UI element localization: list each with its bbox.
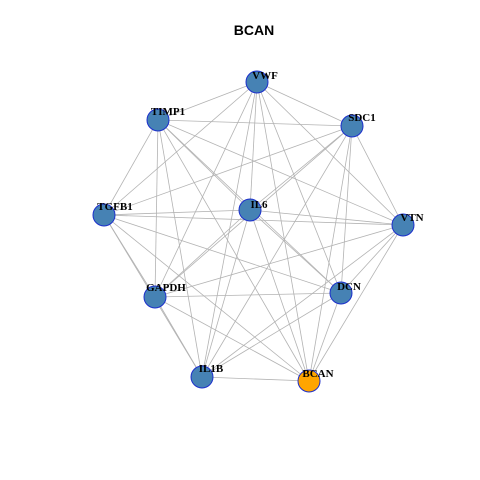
diagram-title: BCAN [234, 22, 274, 38]
edge-il6-gapdh [154, 209, 251, 298]
node-circle [190, 365, 214, 389]
node-vtn: VTN [391, 212, 424, 237]
edge-il6-dcn [249, 209, 342, 294]
edge-vwf-gapdh [154, 81, 258, 298]
node-circle [297, 369, 321, 393]
edge-timp1-tgfb1 [103, 119, 159, 216]
node-circle [329, 281, 353, 305]
edge-timp1-gapdh [154, 119, 159, 298]
edge-vwf-tgfb1 [103, 81, 258, 216]
node-il1b: IL1B [190, 363, 224, 389]
edge-gapdh-dcn [154, 292, 342, 298]
edge-vtn-dcn [340, 224, 404, 294]
edge-timp1-vtn [157, 119, 404, 226]
edge-il6-vtn [249, 209, 404, 226]
node-label: DCN [337, 281, 361, 293]
node-circle [340, 114, 364, 138]
node-label: GAPDH [146, 282, 186, 294]
node-label: TGFB1 [97, 201, 132, 213]
edge-sdc1-tgfb1 [103, 125, 353, 216]
node-circle [143, 285, 167, 309]
edge-tgfb1-bcan [103, 214, 310, 382]
edge-gapdh-bcan [154, 296, 310, 382]
node-il6: IL6 [238, 198, 268, 222]
edge-il6-bcan [249, 209, 310, 382]
edge-vtn-il1b [201, 224, 404, 378]
node-label: BCAN [302, 368, 333, 380]
node-vwf: VWF [245, 70, 278, 94]
edge-sdc1-dcn [340, 125, 353, 294]
node-sdc1: SDC1 [340, 112, 376, 138]
node-tgfb1: TGFB1 [92, 201, 133, 227]
node-bcan: BCAN [297, 368, 334, 393]
node-dcn: DCN [329, 281, 361, 305]
edge-vtn-bcan [308, 224, 404, 382]
edge-vwf-vtn [256, 81, 404, 226]
node-label: IL1B [199, 363, 224, 375]
edge-vwf-timp1 [157, 81, 258, 121]
edge-vwf-sdc1 [256, 81, 353, 127]
edge-il6-tgfb1 [103, 209, 251, 216]
node-label: VTN [400, 212, 423, 224]
edge-timp1-bcan [157, 119, 310, 382]
edge-vtn-gapdh [154, 224, 404, 298]
edge-gapdh-il1b [154, 296, 203, 378]
edge-sdc1-il1b [201, 125, 353, 378]
node-circle [245, 70, 269, 94]
node-gapdh: GAPDH [143, 282, 186, 309]
node-circle [238, 198, 262, 222]
edge-vwf-bcan [256, 81, 310, 382]
node-timp1: TIMP1 [146, 106, 185, 132]
edge-dcn-bcan [308, 292, 342, 382]
node-label: VWF [252, 70, 278, 82]
edge-vwf-il6 [249, 81, 258, 211]
edge-sdc1-bcan [308, 125, 353, 382]
edge-il6-il1b [201, 209, 251, 378]
node-label: SDC1 [348, 112, 376, 124]
edge-sdc1-vtn [351, 125, 404, 226]
node-label: TIMP1 [151, 106, 185, 118]
node-circle [92, 203, 116, 227]
edge-sdc1-il6 [249, 125, 353, 211]
node-circle [391, 213, 415, 237]
edge-il1b-bcan [201, 376, 310, 382]
node-circle [146, 108, 170, 132]
edge-vwf-dcn [256, 81, 342, 294]
edge-dcn-il1b [201, 292, 342, 378]
edge-timp1-sdc1 [157, 119, 353, 127]
edge-tgfb1-dcn [103, 214, 342, 294]
edge-timp1-il1b [157, 119, 203, 378]
node-label: IL6 [250, 199, 268, 211]
